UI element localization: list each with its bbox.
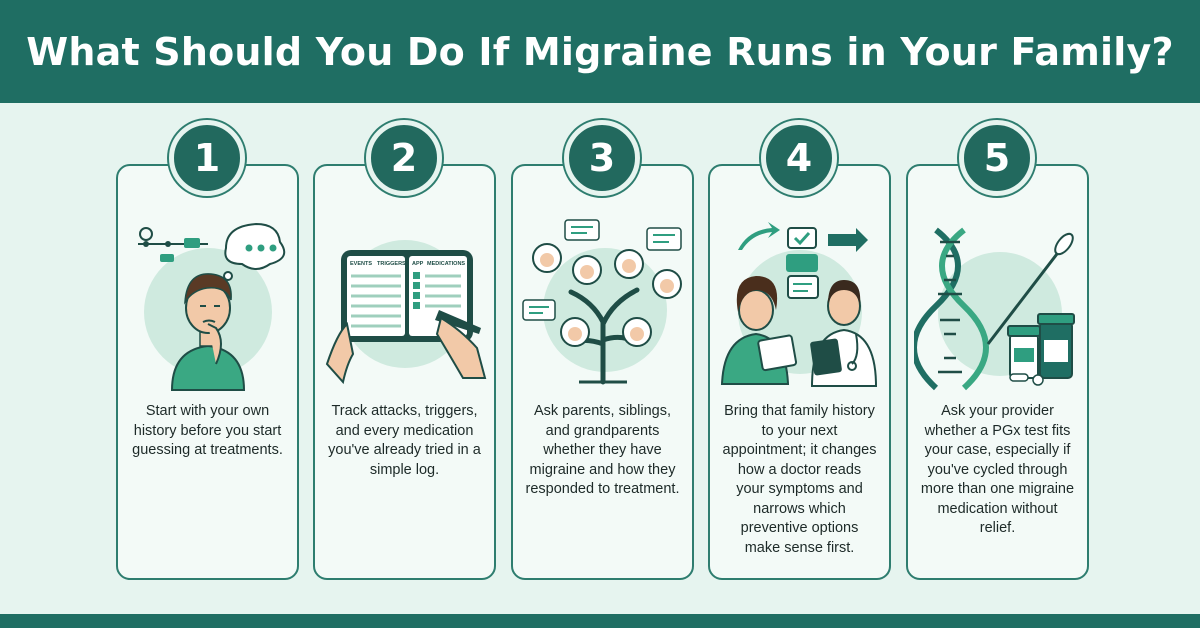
bottom-bar bbox=[0, 614, 1200, 628]
step-card-3: Ask parents, siblings, and grandparents … bbox=[511, 164, 694, 580]
step-number-4: 4 bbox=[761, 120, 837, 196]
dna-test-icon bbox=[914, 227, 1075, 391]
step-text-2: Track attacks, triggers, and every medic… bbox=[328, 403, 481, 478]
thinking-person-icon bbox=[138, 222, 286, 391]
migraine-log-tablet-icon: EVENTS TRIGGERS APP MEDICATIONS bbox=[325, 240, 487, 385]
step-card-4: Bring that family history to your next a… bbox=[708, 164, 891, 580]
step-number-1: 1 bbox=[169, 120, 245, 196]
step-card-5: Ask your provider whether a PGx test fit… bbox=[906, 164, 1089, 580]
step-card-1: Start with your own history before you s… bbox=[116, 164, 299, 580]
step-text-5: Ask your provider whether a PGx test fit… bbox=[920, 403, 1075, 536]
log-header-triggers: TRIGGERS bbox=[377, 261, 406, 267]
step-number-2: 2 bbox=[366, 120, 442, 196]
log-header-events: EVENTS bbox=[350, 261, 372, 267]
step-text-1: Start with your own history before you s… bbox=[132, 403, 283, 458]
title-banner: What Should You Do If Migraine Runs in Y… bbox=[0, 0, 1200, 103]
log-header-app: APP bbox=[412, 261, 424, 267]
doctor-consultation-icon bbox=[720, 222, 878, 387]
step-number-3: 3 bbox=[564, 120, 640, 196]
family-tree-icon bbox=[522, 219, 682, 385]
step-text-3: Ask parents, siblings, and grandparents … bbox=[525, 403, 680, 497]
step-text-4: Bring that family history to your next a… bbox=[722, 403, 877, 556]
page-title: What Should You Do If Migraine Runs in Y… bbox=[26, 29, 1174, 74]
step-number-5: 5 bbox=[959, 120, 1035, 196]
log-header-medications: MEDICATIONS bbox=[427, 261, 465, 267]
step-card-2: EVENTS TRIGGERS APP MEDICATIONS Track at… bbox=[313, 164, 496, 580]
